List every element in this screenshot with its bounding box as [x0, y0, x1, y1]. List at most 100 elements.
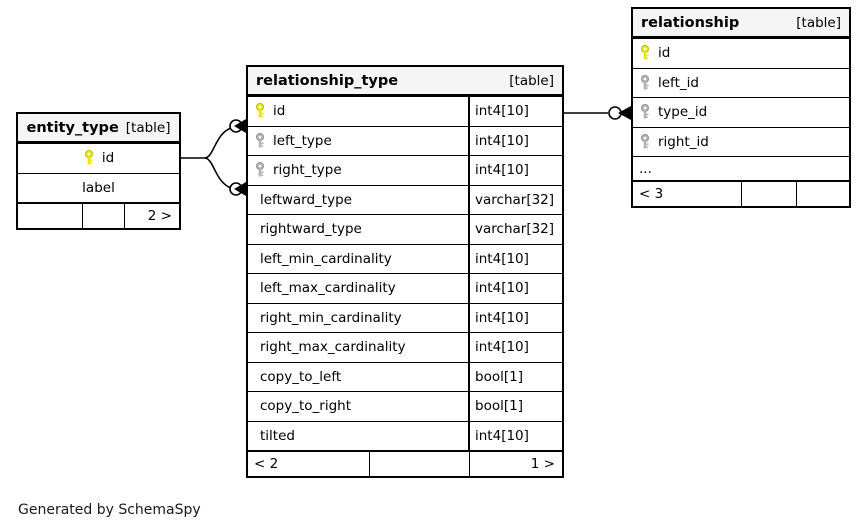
primary-key-icon	[256, 103, 264, 118]
column-type: int4[10]	[468, 244, 562, 273]
column-row-rightward-type[interactable]: rightward_type varchar[32]	[248, 214, 562, 244]
column-row-id[interactable]: id	[18, 143, 179, 173]
table-title: entity_type	[26, 119, 119, 136]
column-name-cell: left_id	[633, 69, 849, 98]
column-name: copy_to_right	[260, 398, 352, 415]
footer-child-count[interactable]: 2 >	[124, 204, 179, 228]
column-name-cell: rightward_type	[248, 215, 468, 244]
table-title: relationship_type	[256, 72, 399, 89]
column-name: left_min_cardinality	[260, 250, 392, 267]
column-row-left-type[interactable]: left_type int4[10]	[248, 125, 562, 156]
column-name: left_id	[658, 74, 699, 91]
foreign-key-icon	[256, 132, 264, 148]
column-name: id	[273, 103, 286, 120]
column-row-id[interactable]: id	[633, 38, 849, 68]
optional-marker-right-type	[229, 182, 243, 196]
footer-child-count[interactable]: 1 >	[469, 452, 562, 476]
column-name: left_max_cardinality	[260, 280, 396, 297]
crowsfoot-right-type	[234, 182, 246, 196]
foreign-key-icon	[641, 74, 649, 90]
column-name-cell: id	[248, 97, 468, 126]
column-type: int4[10]	[468, 333, 562, 362]
table-header-relationship: relationship [table]	[633, 9, 849, 38]
column-row-label[interactable]: label	[18, 172, 179, 203]
table-header-relationship-type: relationship_type [table]	[248, 67, 562, 96]
column-name: id	[658, 45, 671, 62]
column-type: varchar[32]	[468, 215, 562, 244]
column-row-right-min-cardinality[interactable]: right_min_cardinality int4[10]	[248, 302, 562, 333]
footer-middle	[369, 452, 469, 476]
column-name-cell: label	[18, 174, 179, 203]
column-name-cell: tilted	[248, 422, 468, 451]
table-kind-label: [table]	[796, 14, 841, 31]
table-footer-relationship: < 3	[633, 180, 849, 206]
column-name-cell: type_id	[633, 98, 849, 127]
column-row-left-id[interactable]: left_id	[633, 67, 849, 98]
column-name-cell: right_type	[248, 156, 468, 185]
generated-by-caption: Generated by SchemaSpy	[18, 502, 201, 518]
crowsfoot-left-type	[234, 119, 246, 133]
table-kind-label: [table]	[509, 72, 554, 89]
column-name-cell: id	[18, 144, 179, 173]
column-name: right_max_cardinality	[260, 339, 406, 356]
footer-parent-count[interactable]	[18, 204, 82, 228]
column-type: int4[10]	[468, 303, 562, 332]
table-title: relationship	[641, 14, 740, 31]
column-name: label	[82, 179, 115, 196]
column-name: rightward_type	[260, 221, 362, 238]
column-type: bool[1]	[468, 362, 562, 391]
footer-middle	[741, 182, 796, 206]
column-type: varchar[32]	[468, 185, 562, 214]
column-row-right-id[interactable]: right_id	[633, 126, 849, 157]
optional-marker-type-id	[608, 106, 622, 120]
column-row-type-id[interactable]: type_id	[633, 97, 849, 127]
connector-entity-type-to-relationship-type	[181, 127, 232, 189]
table-footer-relationship-type: < 2 1 >	[248, 450, 562, 476]
column-row-id[interactable]: id int4[10]	[248, 96, 562, 126]
optional-marker-left-type	[229, 119, 243, 133]
column-name: leftward_type	[260, 191, 352, 208]
column-row-copy-to-right[interactable]: copy_to_right bool[1]	[248, 391, 562, 421]
primary-key-icon	[641, 45, 649, 60]
column-name-cell: left_min_cardinality	[248, 245, 468, 274]
crowsfoot-type-id	[618, 106, 631, 120]
column-row-tilted[interactable]: tilted int4[10]	[248, 420, 562, 451]
column-type: int4[10]	[468, 97, 562, 126]
column-name: right_min_cardinality	[260, 309, 402, 326]
column-name: right_id	[658, 133, 709, 150]
column-name: type_id	[658, 104, 708, 121]
column-name-cell: right_min_cardinality	[248, 304, 468, 333]
column-name-cell: id	[633, 39, 849, 68]
primary-key-icon	[84, 150, 93, 165]
column-name-cell: copy_to_right	[248, 392, 468, 421]
foreign-key-icon	[641, 133, 649, 149]
more-columns-indicator[interactable]: ...	[633, 156, 849, 180]
column-name: copy_to_left	[260, 368, 342, 385]
table-entity-type[interactable]: entity_type [table] id label	[16, 112, 181, 230]
column-name: right_type	[273, 162, 342, 179]
foreign-key-icon	[256, 162, 264, 177]
column-row-copy-to-left[interactable]: copy_to_left bool[1]	[248, 361, 562, 391]
footer-parent-count[interactable]: < 2	[254, 456, 279, 472]
footer-parent-count[interactable]: < 3	[639, 186, 664, 202]
footer-middle	[82, 204, 124, 228]
column-type: int4[10]	[468, 274, 562, 303]
column-row-right-max-cardinality[interactable]: right_max_cardinality int4[10]	[248, 332, 562, 362]
table-relationship-type[interactable]: relationship_type [table] id int4[10]	[246, 65, 564, 478]
column-name-cell: left_type	[248, 127, 468, 156]
footer-child-count[interactable]	[796, 182, 849, 206]
column-name-cell: right_max_cardinality	[248, 333, 468, 362]
column-type: int4[10]	[468, 421, 562, 450]
table-footer-entity-type: 2 >	[18, 202, 179, 228]
table-relationship[interactable]: relationship [table] id	[631, 7, 851, 208]
column-row-left-min-cardinality[interactable]: left_min_cardinality int4[10]	[248, 243, 562, 274]
column-name: left_type	[273, 132, 332, 149]
column-row-right-type[interactable]: right_type int4[10]	[248, 155, 562, 185]
column-type: int4[10]	[468, 156, 562, 185]
column-row-leftward-type[interactable]: leftward_type varchar[32]	[248, 184, 562, 215]
column-row-left-max-cardinality[interactable]: left_max_cardinality int4[10]	[248, 273, 562, 303]
column-name-cell: leftward_type	[248, 186, 468, 215]
column-type: bool[1]	[468, 392, 562, 421]
column-name-cell: right_id	[633, 128, 849, 157]
